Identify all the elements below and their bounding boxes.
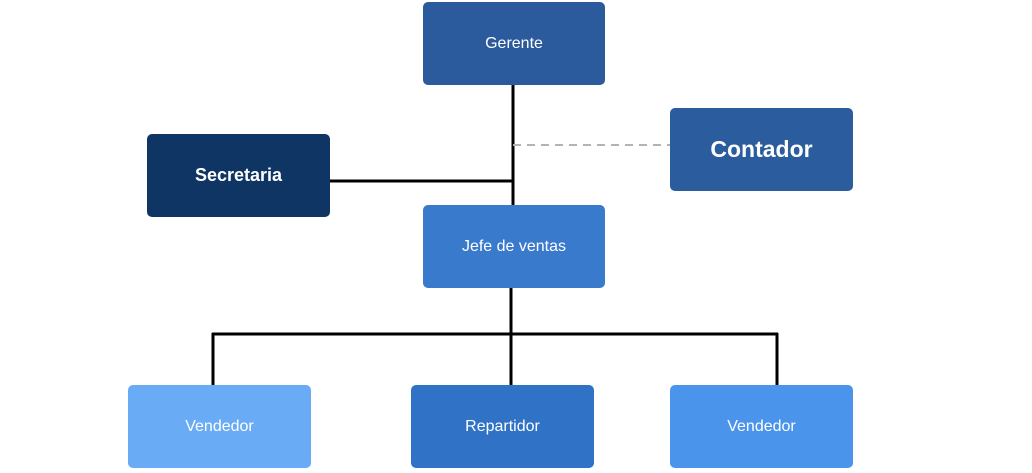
node-vendedor-left: Vendedor (128, 385, 311, 468)
node-gerente: Gerente (423, 2, 605, 85)
node-secretaria: Secretaria (147, 134, 330, 217)
node-repartidor-label: Repartidor (465, 417, 540, 435)
node-contador: Contador (670, 108, 853, 191)
node-vendedor-left-label: Vendedor (185, 417, 254, 435)
node-jefe-de-ventas-label: Jefe de ventas (461, 237, 567, 255)
node-gerente-label: Gerente (485, 34, 543, 52)
node-vendedor-right-label: Vendedor (727, 417, 796, 435)
node-contador-label: Contador (710, 136, 813, 162)
node-vendedor-right: Vendedor (670, 385, 853, 468)
node-repartidor: Repartidor (411, 385, 594, 468)
node-secretaria-label: Secretaria (194, 165, 283, 185)
node-jefe-de-ventas: Jefe de ventas (423, 205, 605, 288)
